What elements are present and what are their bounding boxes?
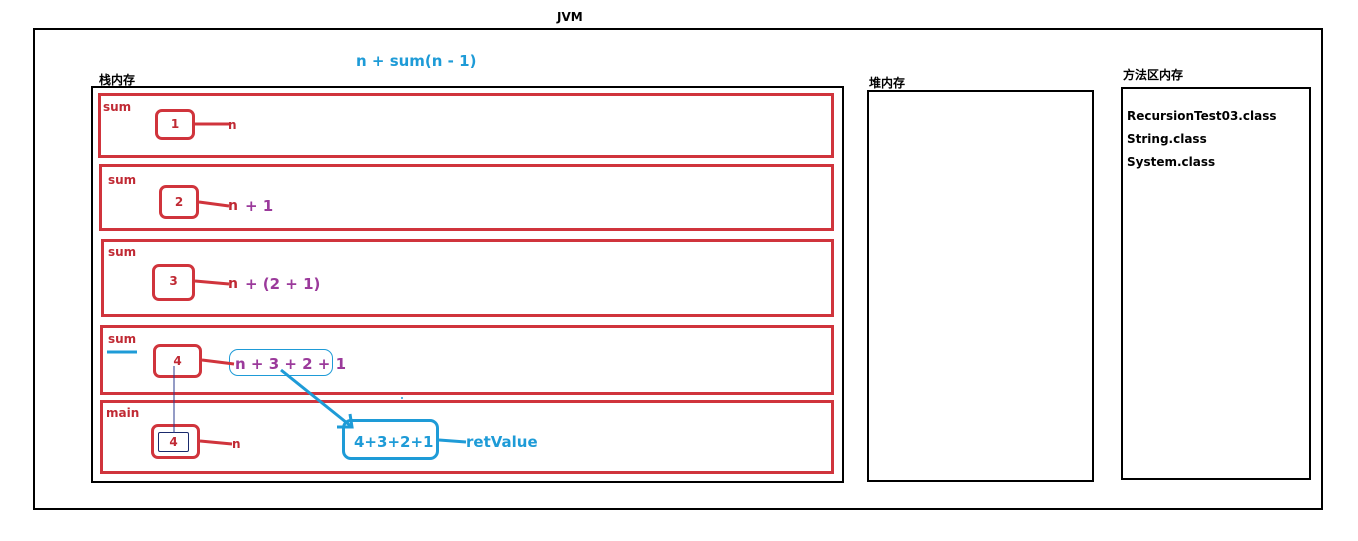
stack-memory	[91, 86, 844, 483]
connector-line	[201, 358, 235, 366]
var-n: n	[228, 276, 238, 292]
connector-line	[198, 200, 230, 208]
frame-name: sum	[108, 173, 137, 187]
frame-name: sum	[103, 100, 132, 114]
stack-frame-sum-2	[99, 164, 834, 231]
class-item: RecursionTest03.class	[1127, 109, 1277, 123]
return-value-box	[342, 419, 439, 460]
stack-frame-main	[100, 400, 834, 474]
stack-frame-sum-4	[100, 325, 834, 395]
stray-dot	[401, 397, 403, 399]
value-text: 4	[169, 435, 178, 449]
frame-expression: n + 3 + 2 + 1	[235, 355, 347, 373]
ret-connector	[438, 438, 467, 444]
arrow-head	[337, 413, 354, 429]
method-area-label: 方法区内存	[1123, 68, 1184, 82]
heap-label: 堆内存	[869, 76, 906, 90]
jvm-container	[33, 28, 1323, 510]
var-n: n	[228, 118, 237, 132]
value-text: 4	[173, 354, 182, 368]
value-text: 2	[174, 195, 184, 209]
var-n: n	[232, 437, 241, 451]
frame-name: sum	[108, 332, 137, 346]
stack-frame-sum-1	[98, 93, 834, 158]
frame-name: main	[106, 406, 140, 420]
return-arrow	[280, 368, 353, 429]
frame-expression: + (2 + 1)	[245, 275, 321, 293]
jvm-title: JVM	[557, 10, 583, 24]
connector-line	[199, 439, 233, 446]
stack-frame-sum-3	[101, 239, 834, 317]
heap-memory	[867, 90, 1094, 482]
class-item: String.class	[1127, 132, 1207, 146]
value-box: 3	[152, 264, 195, 301]
recursion-formula: n + sum(n - 1)	[356, 52, 477, 70]
class-item: System.class	[1127, 155, 1216, 169]
frame-name: sum	[108, 245, 137, 259]
value-box: 2	[159, 185, 199, 219]
value-text: 1	[170, 117, 180, 131]
frame-expression: + 1	[245, 197, 274, 215]
var-n: n	[228, 198, 238, 214]
return-value-text: 4+3+2+1	[354, 433, 434, 451]
method-area	[1121, 87, 1311, 480]
connector-line	[194, 279, 230, 286]
class-list: RecursionTest03.class String.class Syste…	[1127, 105, 1276, 174]
value-text: 3	[169, 274, 178, 288]
ret-value-label: retValue	[466, 433, 538, 451]
value-box: 4	[153, 344, 202, 378]
stack-label: 栈内存	[99, 73, 136, 87]
value-box: 1	[155, 109, 195, 140]
